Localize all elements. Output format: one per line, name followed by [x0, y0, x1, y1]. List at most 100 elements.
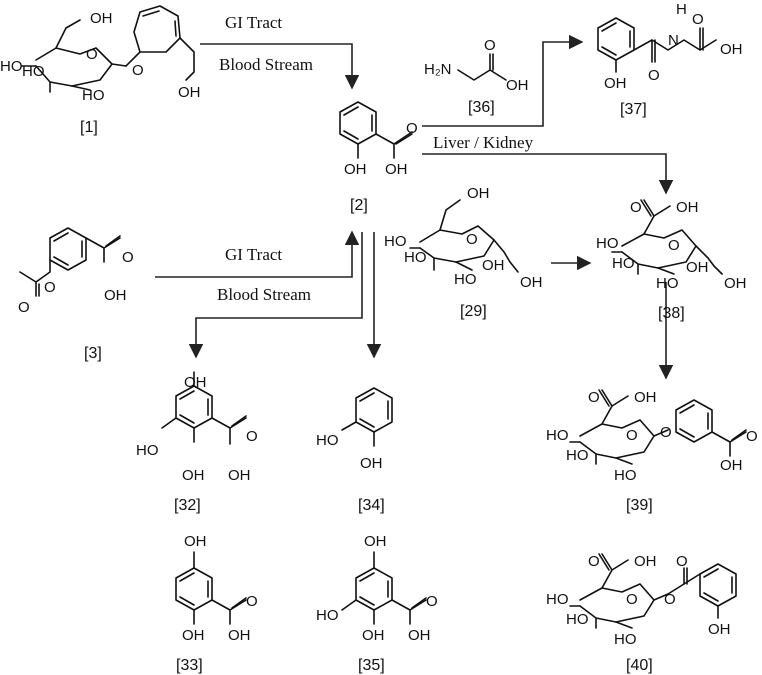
atom-oh: OH: [184, 533, 207, 550]
atom-oh: OH: [467, 185, 490, 202]
structure-32: OH O HO OH OH [32]: [136, 371, 258, 514]
atom-o: O: [426, 593, 438, 610]
atom-ho: HO: [546, 591, 569, 608]
atom-o: O: [588, 553, 600, 570]
structure-3-aspirin: O OH O O [3]: [18, 227, 134, 362]
atom-o: O: [660, 424, 672, 441]
arrow-2-to-37: [422, 34, 584, 127]
structure-40: O OH O O HO O HO HO OH [40]: [546, 553, 737, 674]
atom-ho: HO: [614, 467, 637, 484]
atom-ho: HO: [22, 63, 45, 80]
atom-o: O: [588, 389, 600, 406]
compound-label-40: [40]: [626, 657, 653, 674]
atom-o: O: [664, 591, 676, 608]
atom-o: O: [132, 62, 144, 79]
atom-oh: OH: [506, 77, 529, 94]
atom-oh: OH: [182, 467, 205, 484]
structure-34-catechol: HO OH [34]: [316, 387, 393, 514]
gi-tract-label-top: GI Tract: [225, 13, 282, 32]
atom-oh: OH: [708, 621, 731, 638]
blood-stream-label-top: Blood Stream: [219, 55, 313, 74]
atom-o: O: [122, 249, 134, 266]
compound-label-34: [34]: [358, 497, 385, 514]
structure-29-glucose: OH HO O HO OH HO OH [29]: [384, 185, 543, 320]
arrow-3-to-2: [155, 230, 360, 278]
atom-oh: OH: [720, 41, 743, 58]
atom-h: H: [676, 1, 687, 18]
compound-label-1: [1]: [80, 119, 98, 136]
atom-oh: OH: [104, 287, 127, 304]
atom-oh: OH: [228, 467, 251, 484]
compound-label-33: [33]: [176, 657, 203, 674]
atom-ho: HO: [404, 249, 427, 266]
atom-o: O: [44, 279, 56, 296]
atom-oh: OH: [634, 553, 657, 570]
atom-ho: HO: [614, 631, 637, 648]
compound-label-3: [3]: [84, 345, 102, 362]
atom-oh: OH: [364, 533, 387, 550]
atom-ho: HO: [596, 235, 619, 252]
atom-oh: OH: [676, 199, 699, 216]
compound-label-35: [35]: [358, 657, 385, 674]
atom-oh: OH: [228, 627, 251, 644]
atom-oh: OH: [720, 457, 743, 474]
gi-tract-label-mid: GI Tract: [225, 245, 282, 264]
atom-ho: HO: [656, 275, 679, 292]
atom-ho: HO: [454, 271, 477, 288]
atom-ho: HO: [0, 58, 23, 75]
atom-oh: OH: [385, 161, 408, 178]
structure-35: OH O HO OH OH [35]: [316, 533, 438, 674]
atom-o: O: [668, 237, 680, 254]
atom-o: O: [676, 553, 688, 570]
atom-oh: OH: [182, 627, 205, 644]
atom-o: O: [86, 46, 98, 63]
atom-oh: OH: [344, 161, 367, 178]
atom-o: O: [746, 428, 758, 445]
atom-o: O: [626, 427, 638, 444]
atom-oh: OH: [90, 10, 113, 27]
atom-oh: OH: [520, 274, 543, 291]
atom-oh: OH: [604, 75, 627, 92]
atom-oh: OH: [408, 627, 431, 644]
atom-o: O: [630, 199, 642, 216]
structure-2-salicylic-acid: O OH OH [2]: [339, 101, 418, 214]
atom-ho: HO: [566, 611, 589, 628]
compound-label-32: [32]: [174, 497, 201, 514]
atom-o: O: [484, 37, 496, 54]
atom-ho: HO: [316, 607, 339, 624]
atom-ho: HO: [384, 233, 407, 250]
arrow-2-to-38: [422, 153, 674, 195]
liver-kidney-label: Liver / Kidney: [433, 133, 534, 152]
structure-1-salicin: OH HO O HO HO O OH [1]: [0, 5, 201, 136]
compound-label-36: [36]: [468, 99, 495, 116]
structure-37-salicyluric-acid: H N O OH O OH [37]: [597, 1, 743, 118]
atom-oh: OH: [482, 257, 505, 274]
atom-ho: HO: [546, 427, 569, 444]
structure-36-glycine: H₂N O OH [36]: [424, 37, 529, 116]
compound-label-39: [39]: [626, 497, 653, 514]
atom-ho: HO: [316, 432, 339, 449]
atom-o: O: [246, 593, 258, 610]
atom-ho: HO: [566, 447, 589, 464]
atom-ho: HO: [82, 87, 105, 104]
structure-39: O OH O HO O HO HO O OH [39]: [546, 389, 758, 514]
compound-label-37: [37]: [620, 101, 647, 118]
compound-label-2: [2]: [350, 197, 368, 214]
atom-o: O: [406, 120, 418, 137]
structure-38-glucuronic-acid: O OH HO O HO OH HO OH [38]: [596, 199, 747, 322]
compound-label-38: [38]: [658, 305, 685, 322]
blood-stream-label-mid: Blood Stream: [217, 285, 311, 304]
atom-oh: OH: [634, 389, 657, 406]
atom-ho: HO: [136, 442, 159, 459]
atom-h2n: H₂N: [424, 61, 452, 78]
arrow-2-to-32: [188, 232, 363, 359]
structure-33: OH O OH OH [33]: [175, 533, 258, 674]
atom-o: O: [466, 231, 478, 248]
atom-n: N: [668, 32, 679, 49]
atom-o: O: [246, 428, 258, 445]
atom-o: O: [648, 67, 660, 84]
arrow-1-to-2: [200, 43, 360, 90]
atom-o: O: [626, 591, 638, 608]
atom-o: O: [692, 11, 704, 28]
